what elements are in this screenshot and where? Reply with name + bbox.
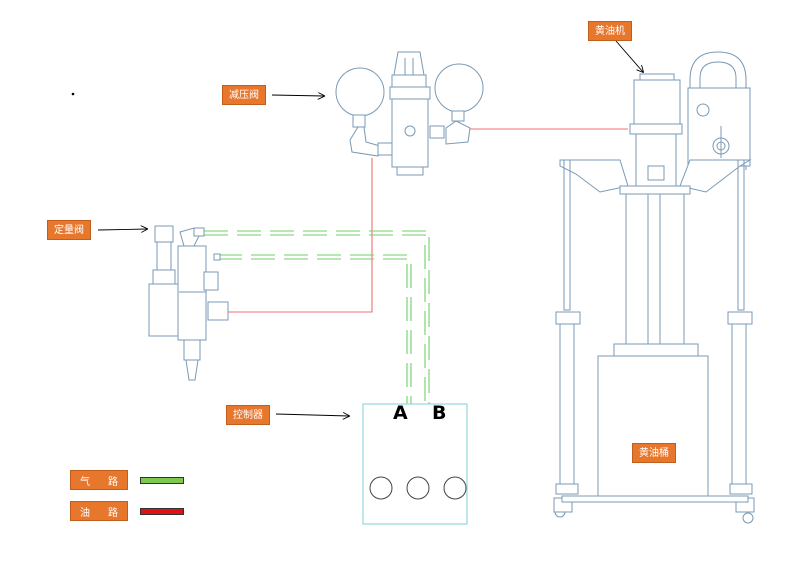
air-line-b-inner [204,234,426,405]
air-line-b [204,230,430,405]
metering-valve-assembly [148,225,229,381]
stray-dot [71,92,75,96]
pressure-gauge-left [335,67,385,117]
controller-knob-1 [369,476,393,500]
air-line-a-inner [218,258,412,405]
pressure-valve-label: 减压阀 [222,85,266,105]
controller-port-a: A [393,402,408,424]
controller-port-b: B [432,402,447,424]
air-lines [204,230,430,405]
grease-pump-pointer [615,40,643,72]
legend-oil-char-1: 油 [80,507,90,519]
metering-valve-label: 定量阀 [47,220,91,240]
grease-pump-label: 黄油机 [588,21,632,41]
oil-lines [228,128,628,313]
metering-valve-pointer [97,229,147,230]
legend-air-char-1: 气 [80,476,90,488]
grease-pump-assembly [553,51,755,524]
legend-oil-swatch [140,508,184,515]
legend-air-char-2: 路 [108,476,118,488]
legend-oil-tag: 油 路 [70,501,128,521]
pressure-gauge-right [434,63,484,113]
oil-line-valve-to-meter [228,158,373,313]
pressure-valve-assembly [335,51,484,176]
controller-box [362,403,468,525]
controller-pointer [275,414,349,416]
air-line-a [218,254,408,405]
pressure-valve-pointer [271,95,324,96]
grease-bucket-label: 黄油桶 [632,443,676,463]
legend-air-swatch [140,477,184,484]
controller-knob-2 [406,476,430,500]
controller-knob-3 [443,476,467,500]
legend-oil-char-2: 路 [108,507,118,519]
controller-label: 控制器 [226,405,270,425]
legend-air-tag: 气 路 [70,470,128,490]
label-pointers [97,40,643,416]
grease-bucket [597,355,709,499]
